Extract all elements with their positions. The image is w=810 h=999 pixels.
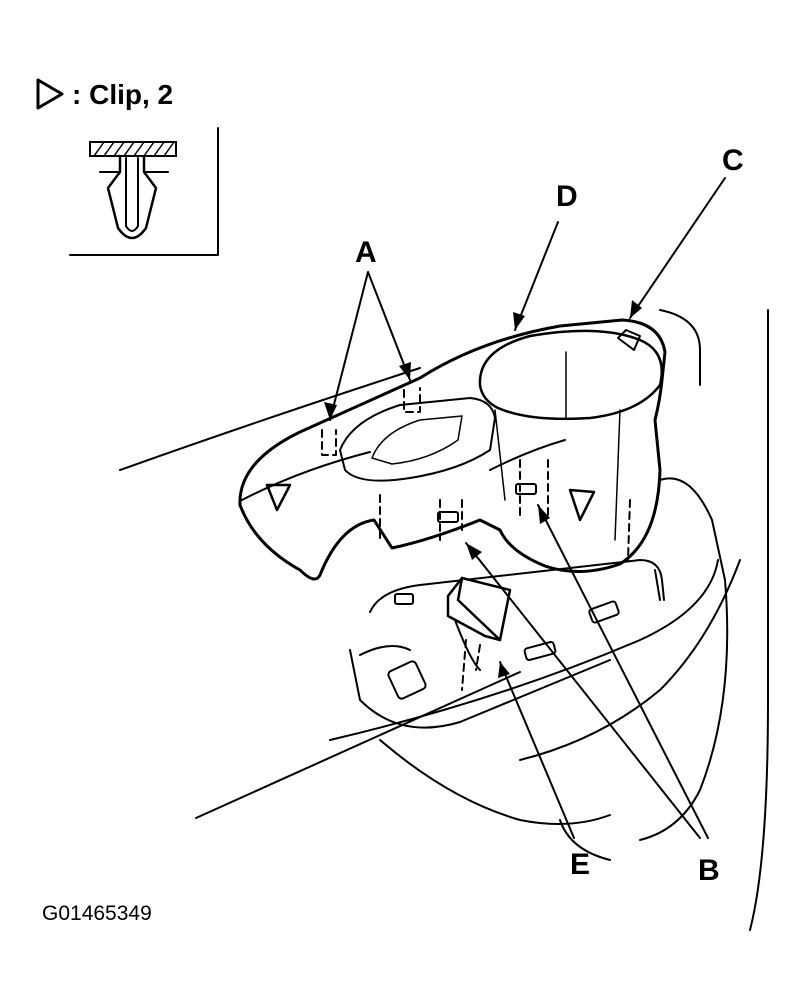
leader-arrowheads (324, 300, 642, 678)
panel-window (339, 397, 496, 482)
panel-clip-c (617, 329, 641, 351)
legend-text: : Clip, 2 (72, 79, 173, 110)
clip-location-triangle-left (265, 483, 292, 512)
leader-lines (329, 177, 726, 839)
door-panel-outline (119, 309, 769, 931)
callout-e: E (570, 848, 590, 881)
clip-location-triangle-right (568, 488, 596, 522)
panel-tab-b-right (515, 483, 537, 495)
clip-triangle-icon (36, 78, 64, 110)
panel-tab-b-left (437, 511, 459, 523)
callout-b: B (698, 854, 720, 887)
clip-body (106, 154, 158, 240)
cup-holder-opening (478, 329, 663, 421)
callout-d: D (556, 180, 578, 213)
console-tray (349, 559, 665, 729)
legend: : Clip, 2 (36, 78, 173, 110)
switch-panel (238, 318, 667, 581)
callout-c: C (722, 144, 744, 177)
callout-a: A (355, 236, 377, 269)
figure-code: G01465349 (42, 902, 152, 925)
clip-detail-inset (69, 127, 219, 256)
switch-panel-outline (238, 318, 667, 581)
switch-connector (446, 576, 512, 691)
